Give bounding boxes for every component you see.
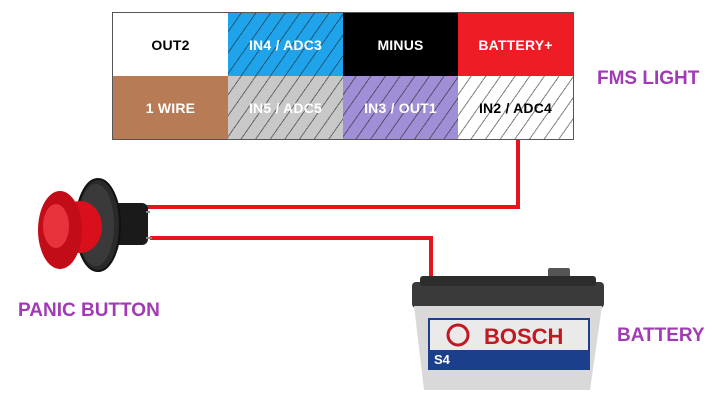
wire-to-in2-adc4 bbox=[140, 140, 520, 209]
pin-battery-plus: BATTERY+ bbox=[458, 13, 573, 76]
fms-light-label: FMS LIGHT bbox=[597, 68, 700, 89]
battery-brand: BOSCH bbox=[484, 324, 563, 349]
pin-label: IN2 / ADC4 bbox=[478, 99, 553, 116]
pin-label: IN5 / ADC5 bbox=[248, 99, 323, 116]
pin-in5-adc5: IN5 / ADC5 bbox=[228, 76, 343, 139]
pin-in2-adc4: IN2 / ADC4 bbox=[458, 76, 573, 139]
pin-minus: MINUS bbox=[343, 13, 458, 76]
pin-in3-out1: IN3 / OUT1 bbox=[343, 76, 458, 139]
pin-label: OUT2 bbox=[151, 36, 190, 53]
battery-label: BATTERY bbox=[617, 325, 705, 346]
pin-1-wire: 1 WIRE bbox=[113, 76, 228, 139]
pin-label: 1 WIRE bbox=[145, 99, 196, 116]
pin-label: MINUS bbox=[377, 36, 424, 53]
connector-pinout-grid: OUT2 IN4 / ADC3 MINUS BATTERY+ 1 WIRE IN… bbox=[112, 12, 574, 140]
pin-label: IN4 / ADC3 bbox=[248, 36, 323, 53]
pin-label: IN3 / OUT1 bbox=[364, 99, 437, 116]
battery-model: S4 bbox=[434, 352, 451, 367]
panic-button-icon bbox=[38, 178, 152, 272]
battery-icon: BOSCH S4 bbox=[412, 268, 604, 390]
pin-out2: OUT2 bbox=[113, 13, 228, 76]
wire-to-battery-positive bbox=[150, 236, 433, 276]
pin-in4-adc3: IN4 / ADC3 bbox=[228, 13, 343, 76]
panic-button-label: PANIC BUTTON bbox=[18, 300, 160, 321]
pin-label: BATTERY+ bbox=[478, 36, 553, 53]
